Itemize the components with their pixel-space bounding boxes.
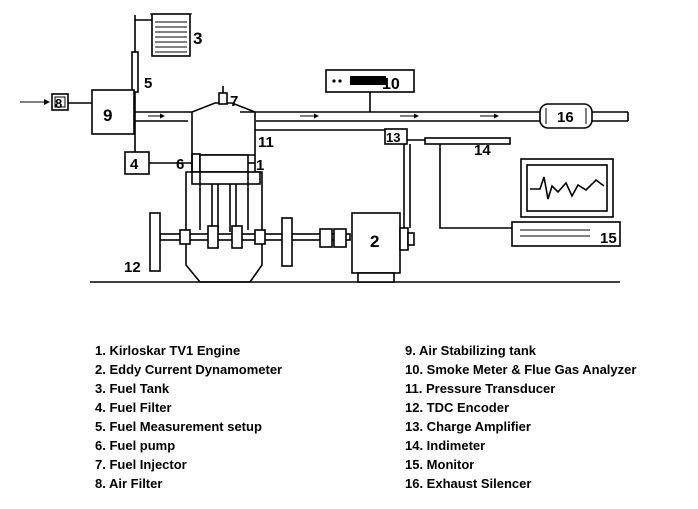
fuel-pump (191, 153, 201, 173)
label-3: 3 (193, 29, 202, 48)
label-14: 14 (474, 142, 491, 159)
label-10: 10 (382, 76, 400, 93)
label-4: 4 (130, 156, 139, 173)
label-1: 1 (256, 157, 264, 174)
legend-item: 16. Exhaust Silencer (405, 476, 531, 491)
eddy-current-dynamometer (351, 212, 415, 283)
legend-item: 6. Fuel pump (95, 438, 175, 453)
indimeter (424, 137, 511, 145)
legend-item: 10. Smoke Meter & Flue Gas Analyzer (405, 362, 636, 377)
air-inlet-arrow (20, 99, 50, 105)
fuel-line-tank (134, 15, 152, 21)
label-12: 12 (124, 259, 141, 276)
air-stabilizing-tank (91, 89, 135, 135)
legend-item: 3. Fuel Tank (95, 381, 170, 396)
label-8: 8 (55, 96, 62, 111)
legend-right: 9. Air Stabilizing tank 10. Smoke Meter … (405, 343, 636, 491)
tdc-encoder (149, 212, 161, 272)
label-11: 11 (258, 134, 274, 151)
fuel-measurement-burette (131, 20, 139, 93)
intake-pipe (134, 111, 192, 122)
legend-item: 13. Charge Amplifier (405, 419, 531, 434)
legend-item: 11. Pressure Transducer (405, 381, 555, 396)
legend-item: 2. Eddy Current Dynamometer (95, 362, 282, 377)
crankshaft (159, 225, 351, 249)
legend-item: 7. Fuel Injector (95, 457, 187, 472)
legend-item: 5. Fuel Measurement setup (95, 419, 262, 434)
fuel-tank (150, 13, 192, 57)
engine-cylinder-head (191, 102, 256, 156)
exhaust-pipe (240, 111, 629, 122)
label-9: 9 (103, 106, 112, 125)
label-15: 15 (600, 230, 617, 247)
signal-lines (403, 139, 512, 229)
fuel-injector (218, 86, 228, 105)
exhaust-silencer (539, 103, 593, 129)
legend-item: 4. Fuel Filter (95, 400, 172, 415)
legend-item: 14. Indimeter (405, 438, 485, 453)
legend-item: 8. Air Filter (95, 476, 162, 491)
smoke-meter-analyzer (325, 69, 415, 112)
legend-left: 1. Kirloskar TV1 Engine 2. Eddy Current … (95, 343, 282, 491)
label-2: 2 (370, 232, 379, 251)
legend-item: 12. TDC Encoder (405, 400, 509, 415)
label-6: 6 (176, 156, 184, 173)
legend-item: 9. Air Stabilizing tank (405, 343, 537, 358)
flywheel (281, 217, 293, 267)
label-16: 16 (557, 109, 574, 126)
engine-crankcase (185, 155, 263, 283)
air-filter (51, 93, 69, 111)
label-7: 7 (230, 93, 238, 110)
legend-item: 1. Kirloskar TV1 Engine (95, 343, 240, 358)
charge-amplifier (384, 128, 408, 145)
coupling (319, 228, 347, 248)
legend-item: 15. Monitor (405, 457, 474, 472)
label-5: 5 (144, 75, 152, 92)
label-13: 13 (386, 130, 400, 145)
engine-piston (199, 154, 255, 173)
monitor (511, 158, 621, 247)
